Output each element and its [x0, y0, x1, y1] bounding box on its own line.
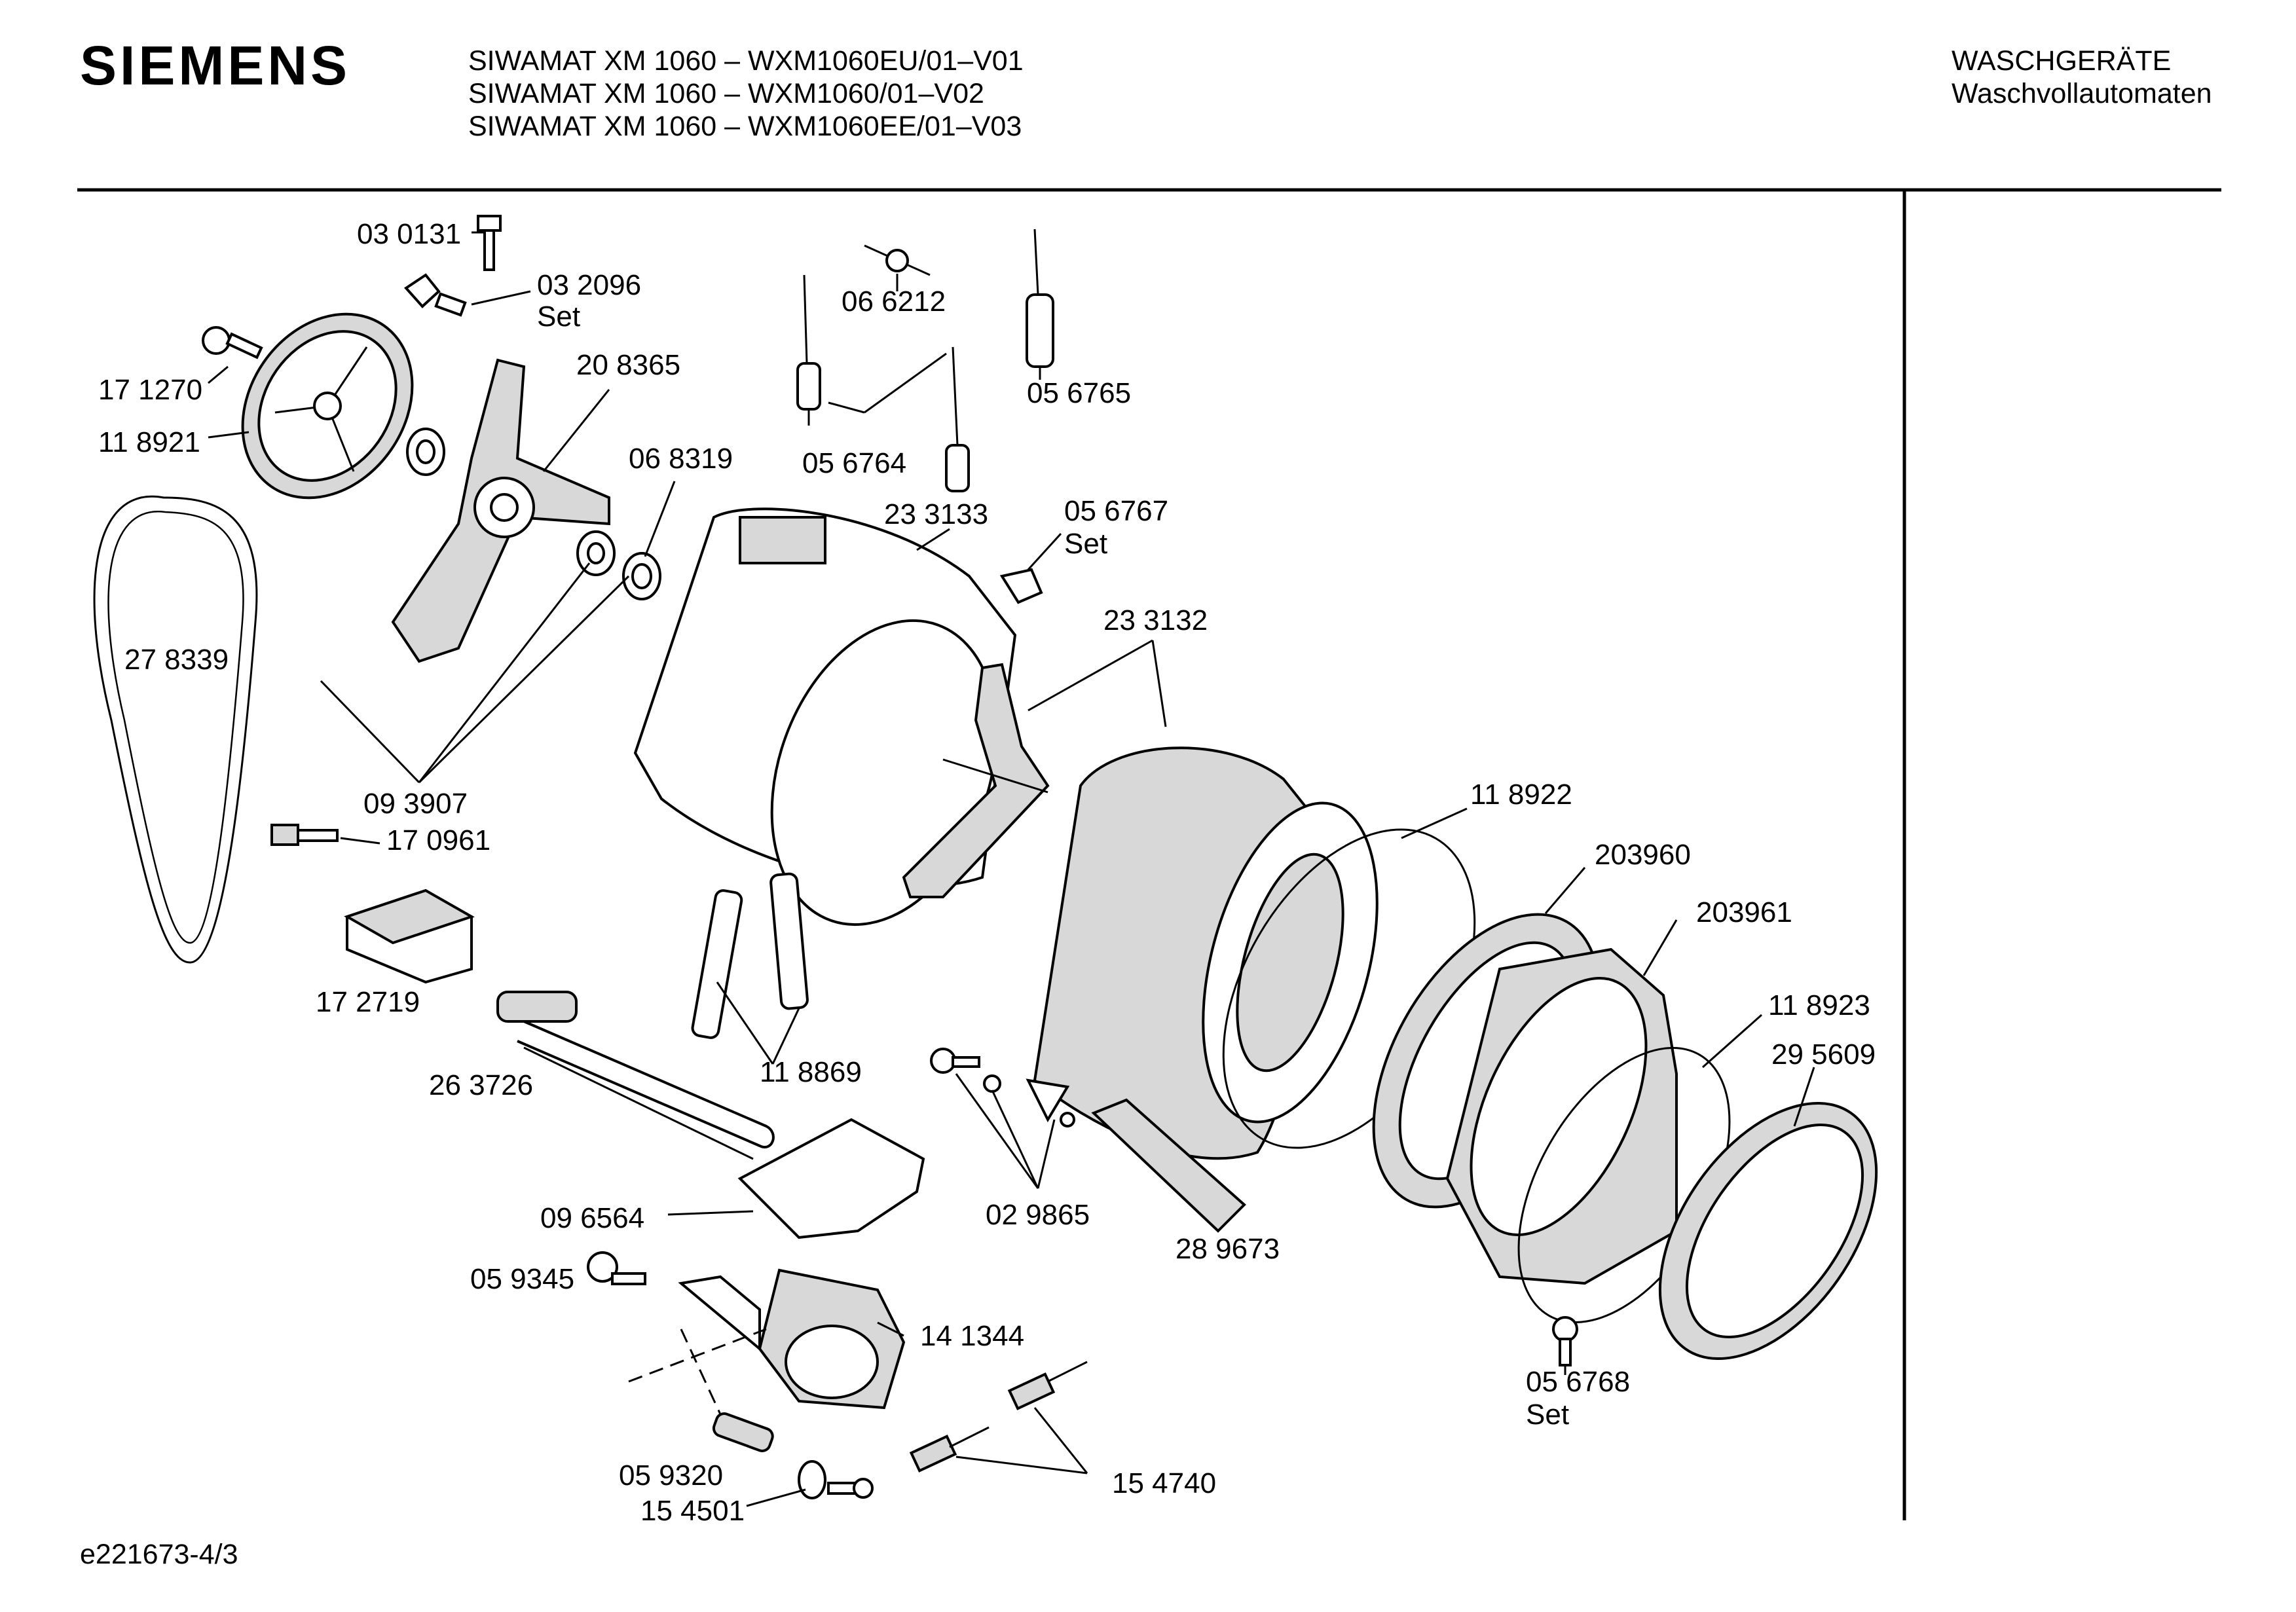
drum	[1033, 746, 1379, 1160]
model-line-2: SIWAMAT XM 1060 – WXM1060/01–V02	[468, 78, 984, 109]
label-233133: 23 3133	[884, 498, 988, 530]
spring-056764-a	[796, 274, 821, 426]
spring-056765	[1026, 229, 1054, 380]
bearing-093907-a-inner	[416, 439, 435, 464]
label-056764: 05 6764	[802, 447, 906, 479]
foil-096564	[737, 1118, 925, 1239]
bolt-030131	[477, 215, 502, 271]
label-118922: 11 8922	[1470, 779, 1572, 811]
label-056767-set: Set	[1064, 528, 1107, 560]
label-170961: 17 0961	[386, 824, 491, 856]
label-030131: 03 0131	[357, 218, 461, 250]
label-141344: 14 1344	[920, 1320, 1024, 1352]
label-208365: 20 8365	[576, 349, 680, 381]
subcategory-title: Waschvollautomaten	[1952, 78, 2212, 109]
label-068319: 06 8319	[629, 443, 733, 475]
label-032096: 03 2096	[537, 269, 641, 301]
drawing-id: e221673-4/3	[80, 1539, 238, 1570]
sensor-170961	[270, 824, 339, 846]
label-056767: 05 6767	[1064, 495, 1168, 527]
ring-295609	[1658, 1101, 1878, 1361]
heater-263726	[496, 991, 775, 1160]
label-203960: 203960	[1595, 839, 1691, 871]
label-154501: 15 4501	[640, 1495, 745, 1527]
label-295609: 29 5609	[1771, 1038, 1876, 1071]
dashed-guide-a	[628, 1328, 767, 1383]
screw-032096	[403, 273, 467, 317]
shock-absorber-118869-a	[691, 889, 743, 1039]
label-118869: 11 8869	[760, 1056, 862, 1088]
belt-inner-edge	[107, 511, 244, 944]
label-172719: 17 2719	[316, 986, 420, 1018]
label-056768-set: Set	[1526, 1399, 1569, 1431]
label-093907: 09 3907	[363, 788, 468, 820]
washer-154501	[798, 1460, 874, 1499]
label-096564: 09 6564	[540, 1202, 644, 1234]
dashed-guide-b	[680, 1328, 722, 1415]
label-056765: 05 6765	[1027, 377, 1131, 409]
screw-056768	[1552, 1316, 1578, 1366]
label-278339: 27 8339	[124, 644, 229, 676]
label-171270: 17 1270	[98, 374, 202, 406]
label-059345: 05 9345	[470, 1263, 574, 1295]
category-title: WASCHGERÄTE	[1952, 45, 2172, 77]
model-line-1: SIWAMAT XM 1060 – WXM1060EU/01–V01	[468, 45, 1024, 77]
label-233132: 23 3132	[1103, 604, 1208, 636]
model-line-3: SIWAMAT XM 1060 – WXM1060EE/01–V03	[468, 111, 1022, 142]
label-118921: 11 8921	[98, 426, 200, 458]
strip-289673	[1091, 1098, 1246, 1233]
label-154740: 15 4740	[1112, 1467, 1216, 1499]
leader-lines	[208, 231, 1815, 1507]
tub-front-203961	[1445, 947, 1678, 1285]
bearing-093907-b-inner	[587, 542, 605, 564]
spider-208365	[391, 358, 610, 663]
pulley-118921	[241, 312, 414, 500]
label-203961: 203961	[1696, 896, 1792, 928]
bracket-056767	[999, 568, 1043, 604]
carbon-brush-154740-a	[1007, 1361, 1088, 1410]
motor-141344	[678, 1268, 906, 1410]
clip-066212	[864, 244, 931, 276]
module-172719	[344, 888, 475, 984]
tub-rear-233133	[633, 507, 1017, 926]
label-056768: 05 6768	[1526, 1366, 1630, 1398]
carbon-brush-154740-b	[909, 1426, 990, 1473]
drum-flange-233132	[902, 663, 1050, 898]
label-029865: 02 9865	[986, 1199, 1090, 1231]
brand-logo: SIEMENS	[80, 35, 351, 96]
screw-059345	[587, 1251, 646, 1285]
bushing-059320	[712, 1412, 774, 1452]
seal-068319-inner	[631, 563, 652, 589]
belt-278339	[93, 495, 258, 964]
label-263726: 26 3726	[429, 1069, 533, 1101]
screw-171270	[202, 326, 263, 359]
label-032096-set: Set	[537, 301, 580, 333]
label-289673: 28 9673	[1176, 1233, 1280, 1265]
shock-absorber-118869-b	[769, 872, 809, 1010]
label-118923: 11 8923	[1768, 989, 1870, 1021]
spring-056764-b	[945, 346, 970, 492]
label-059320: 05 9320	[619, 1459, 723, 1492]
label-066212: 06 6212	[842, 285, 946, 318]
hardware-029865	[930, 1048, 1075, 1127]
